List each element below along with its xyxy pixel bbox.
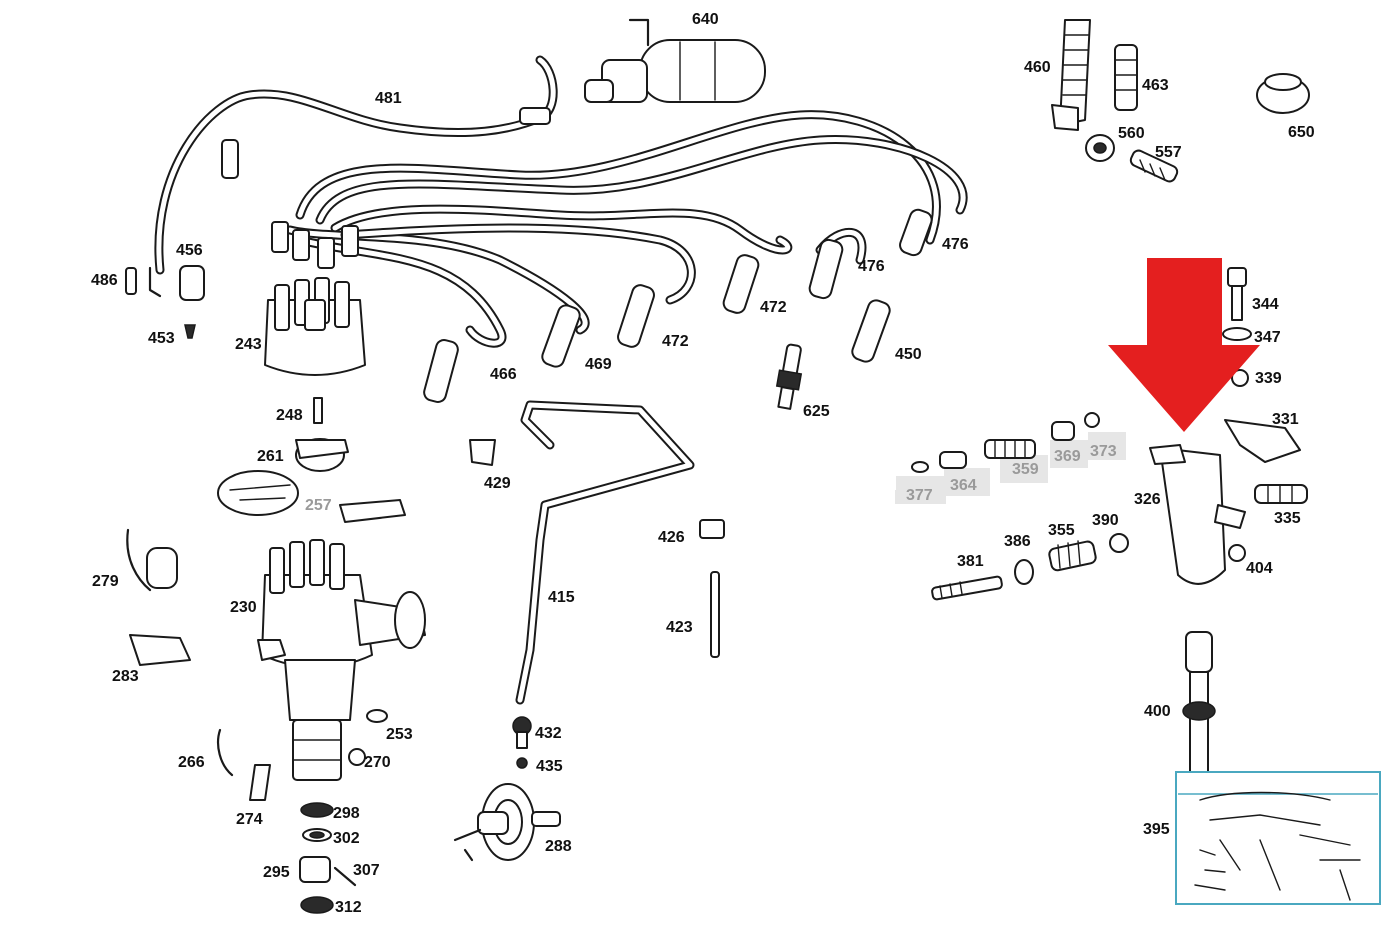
label-339: 339 [1255, 370, 1282, 387]
thumbnail-inset [1175, 771, 1381, 905]
label-307: 307 [353, 862, 380, 879]
label-302: 302 [333, 830, 360, 847]
label-476-b: 476 [858, 258, 885, 275]
label-450: 450 [895, 346, 922, 363]
label-395: 395 [1143, 821, 1170, 838]
wire-terminals [271, 221, 359, 269]
label-283: 283 [112, 668, 139, 685]
label-429: 429 [484, 475, 511, 492]
label-266: 266 [178, 754, 205, 771]
label-270: 270 [364, 754, 391, 771]
right-cluster-parts [1149, 267, 1308, 585]
label-472-b: 472 [662, 333, 689, 350]
label-463: 463 [1142, 77, 1169, 94]
label-435: 435 [536, 758, 563, 775]
label-359: 359 [1012, 461, 1039, 478]
label-386: 386 [1004, 533, 1031, 550]
label-326: 326 [1134, 491, 1161, 508]
grey-part-row [895, 412, 1126, 504]
label-335: 335 [1274, 510, 1301, 527]
label-230: 230 [230, 599, 257, 616]
label-472-a: 472 [760, 299, 787, 316]
label-355: 355 [1048, 522, 1075, 539]
label-460: 460 [1024, 59, 1051, 76]
label-390: 390 [1092, 512, 1119, 529]
ignition-coil [584, 18, 766, 103]
label-481: 481 [375, 90, 402, 107]
spark-plug-wires [285, 110, 968, 348]
label-560: 560 [1118, 125, 1145, 142]
label-288: 288 [545, 838, 572, 855]
label-453: 453 [148, 330, 175, 347]
label-298: 298 [333, 805, 360, 822]
label-415: 415 [548, 589, 575, 606]
label-381: 381 [957, 553, 984, 570]
label-432: 432 [535, 725, 562, 742]
label-650: 650 [1288, 124, 1315, 141]
part-labels: 640 481 460 463 650 560 557 476 476 486 … [91, 11, 1315, 916]
drive-shaft [1182, 631, 1216, 773]
label-248: 248 [276, 407, 303, 424]
small-parts-left [125, 265, 406, 666]
label-625: 625 [803, 403, 830, 420]
label-469: 469 [585, 356, 612, 373]
label-331: 331 [1272, 411, 1299, 428]
parts-426-423 [699, 519, 725, 658]
label-364: 364 [950, 477, 977, 494]
label-369: 369 [1054, 448, 1081, 465]
distributor-body [257, 539, 426, 781]
label-486: 486 [91, 272, 118, 289]
spark-plug [775, 343, 803, 410]
label-344: 344 [1252, 296, 1279, 313]
label-312: 312 [335, 899, 362, 916]
label-466: 466 [490, 366, 517, 383]
label-476-a: 476 [942, 236, 969, 253]
top-right-parts [1051, 19, 1310, 183]
label-253: 253 [386, 726, 413, 743]
label-274: 274 [236, 811, 263, 828]
label-257: 257 [305, 497, 332, 514]
label-426: 426 [658, 529, 685, 546]
vacuum-line [469, 400, 695, 705]
label-243: 243 [235, 336, 262, 353]
label-279: 279 [92, 573, 119, 590]
vacuum-unit [453, 716, 561, 862]
label-423: 423 [666, 619, 693, 636]
label-456: 456 [176, 242, 203, 259]
label-404: 404 [1246, 560, 1273, 577]
label-261: 261 [257, 448, 284, 465]
label-400: 400 [1144, 703, 1171, 720]
label-377: 377 [906, 487, 933, 504]
distributor-cap [264, 277, 366, 376]
spark-plug-boots [423, 208, 933, 403]
coil-wire [154, 55, 558, 275]
label-640: 640 [692, 11, 719, 28]
distributor-small-parts [216, 709, 388, 914]
label-373: 373 [1090, 443, 1117, 460]
highlight-arrow-icon [1108, 258, 1260, 432]
label-295: 295 [263, 864, 290, 881]
label-557: 557 [1155, 144, 1182, 161]
label-347: 347 [1254, 329, 1281, 346]
part-row-381 [931, 533, 1129, 601]
